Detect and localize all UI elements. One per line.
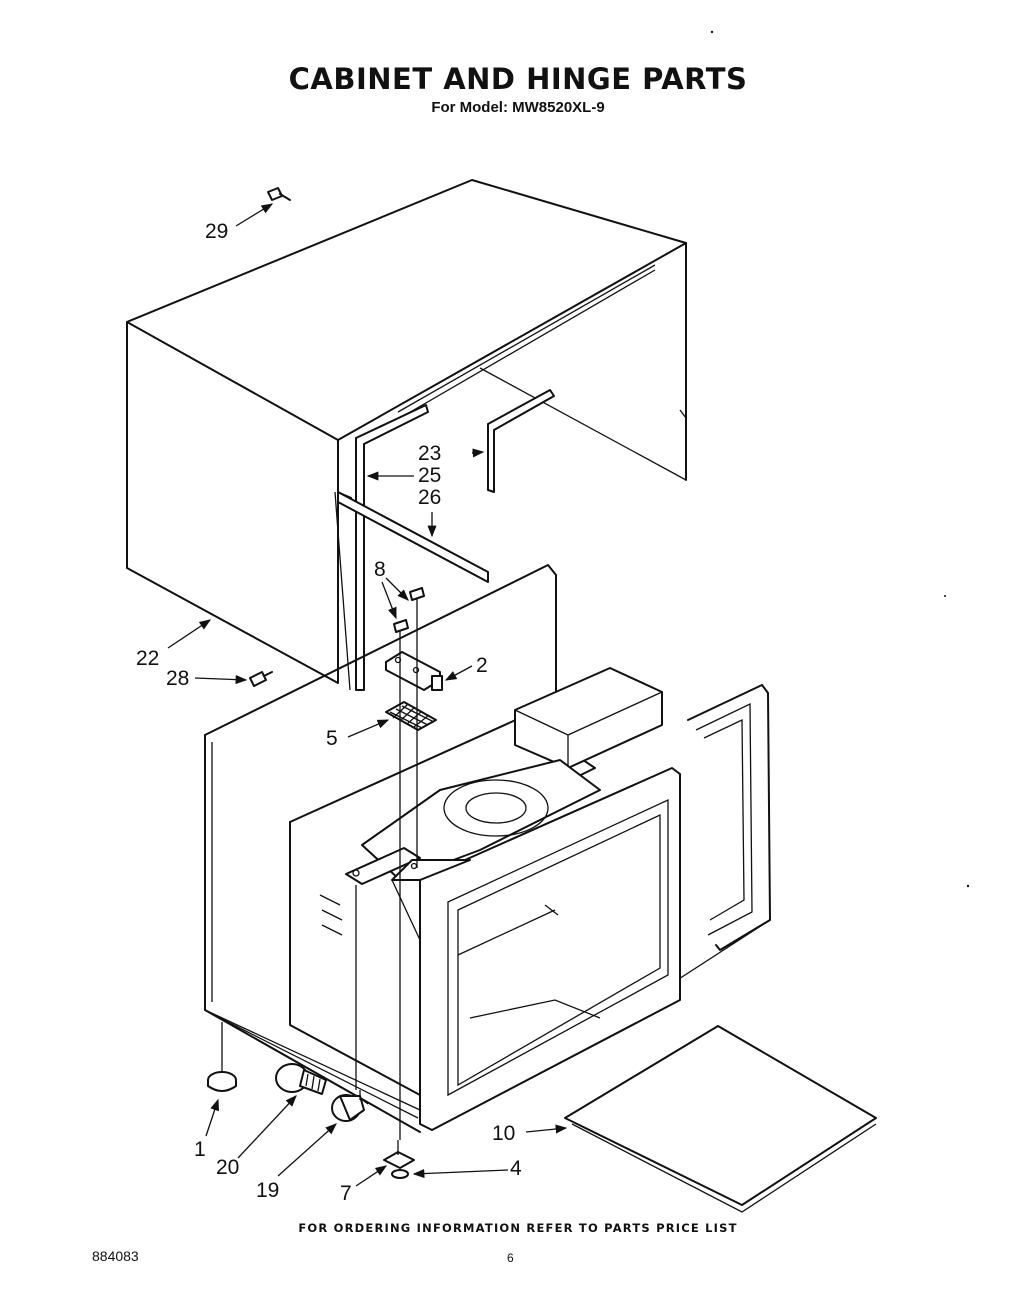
screw-part-28: [249, 671, 273, 687]
hinge-part-2: [385, 651, 443, 691]
callout-4: 4: [510, 1157, 522, 1180]
callout-5: 5: [326, 727, 338, 750]
foot-part-1: [207, 1022, 237, 1092]
lamp-socket-part-19: [331, 1094, 369, 1122]
screw-part-29: [267, 187, 291, 201]
base-chassis: [204, 564, 771, 1133]
callout-8: 8: [374, 558, 386, 581]
callout-25: 25: [418, 464, 441, 487]
callout-20: 20: [216, 1156, 239, 1179]
callout-19: 19: [256, 1179, 279, 1202]
page-title: CABINET AND HINGE PARTS: [288, 62, 748, 96]
document-number: 884083: [92, 1248, 139, 1264]
screw-part-8: [393, 587, 425, 644]
model-subtitle: For Model: MW8520XL-9: [431, 99, 605, 116]
callout-28: 28: [166, 667, 189, 690]
grille-part-5: [385, 701, 437, 731]
stray-marks: [710, 30, 970, 888]
lamp-part-20: [275, 1063, 327, 1095]
callout-10: 10: [492, 1122, 515, 1145]
callout-2: 2: [476, 654, 488, 677]
callout-26: 26: [418, 486, 441, 509]
callout-22: 22: [136, 647, 159, 670]
channel-part-25: [355, 404, 429, 691]
callout-labels: 29 23 25 26 8 2 22 28 5 10 4 1 20 19 7: [136, 220, 522, 1205]
callout-7: 7: [340, 1182, 352, 1205]
strip-part-26: [337, 491, 489, 583]
cabinet-wrapper: [126, 179, 687, 691]
callout-23: 23: [418, 442, 441, 465]
channel-part-23: [487, 389, 555, 493]
oven-cavity: [289, 667, 681, 1131]
callout-29: 29: [205, 220, 228, 243]
assembly-guide-lines: [355, 612, 418, 1140]
clip-part-4: [391, 1169, 409, 1179]
leader-arrows: [167, 203, 568, 1187]
bracket-part-7: [383, 1140, 415, 1169]
page-number: 6: [507, 1251, 514, 1265]
ordering-note: FOR ORDERING INFORMATION REFER TO PARTS …: [298, 1221, 738, 1235]
shelf-part-10: [564, 1025, 877, 1213]
callout-1: 1: [194, 1138, 206, 1161]
